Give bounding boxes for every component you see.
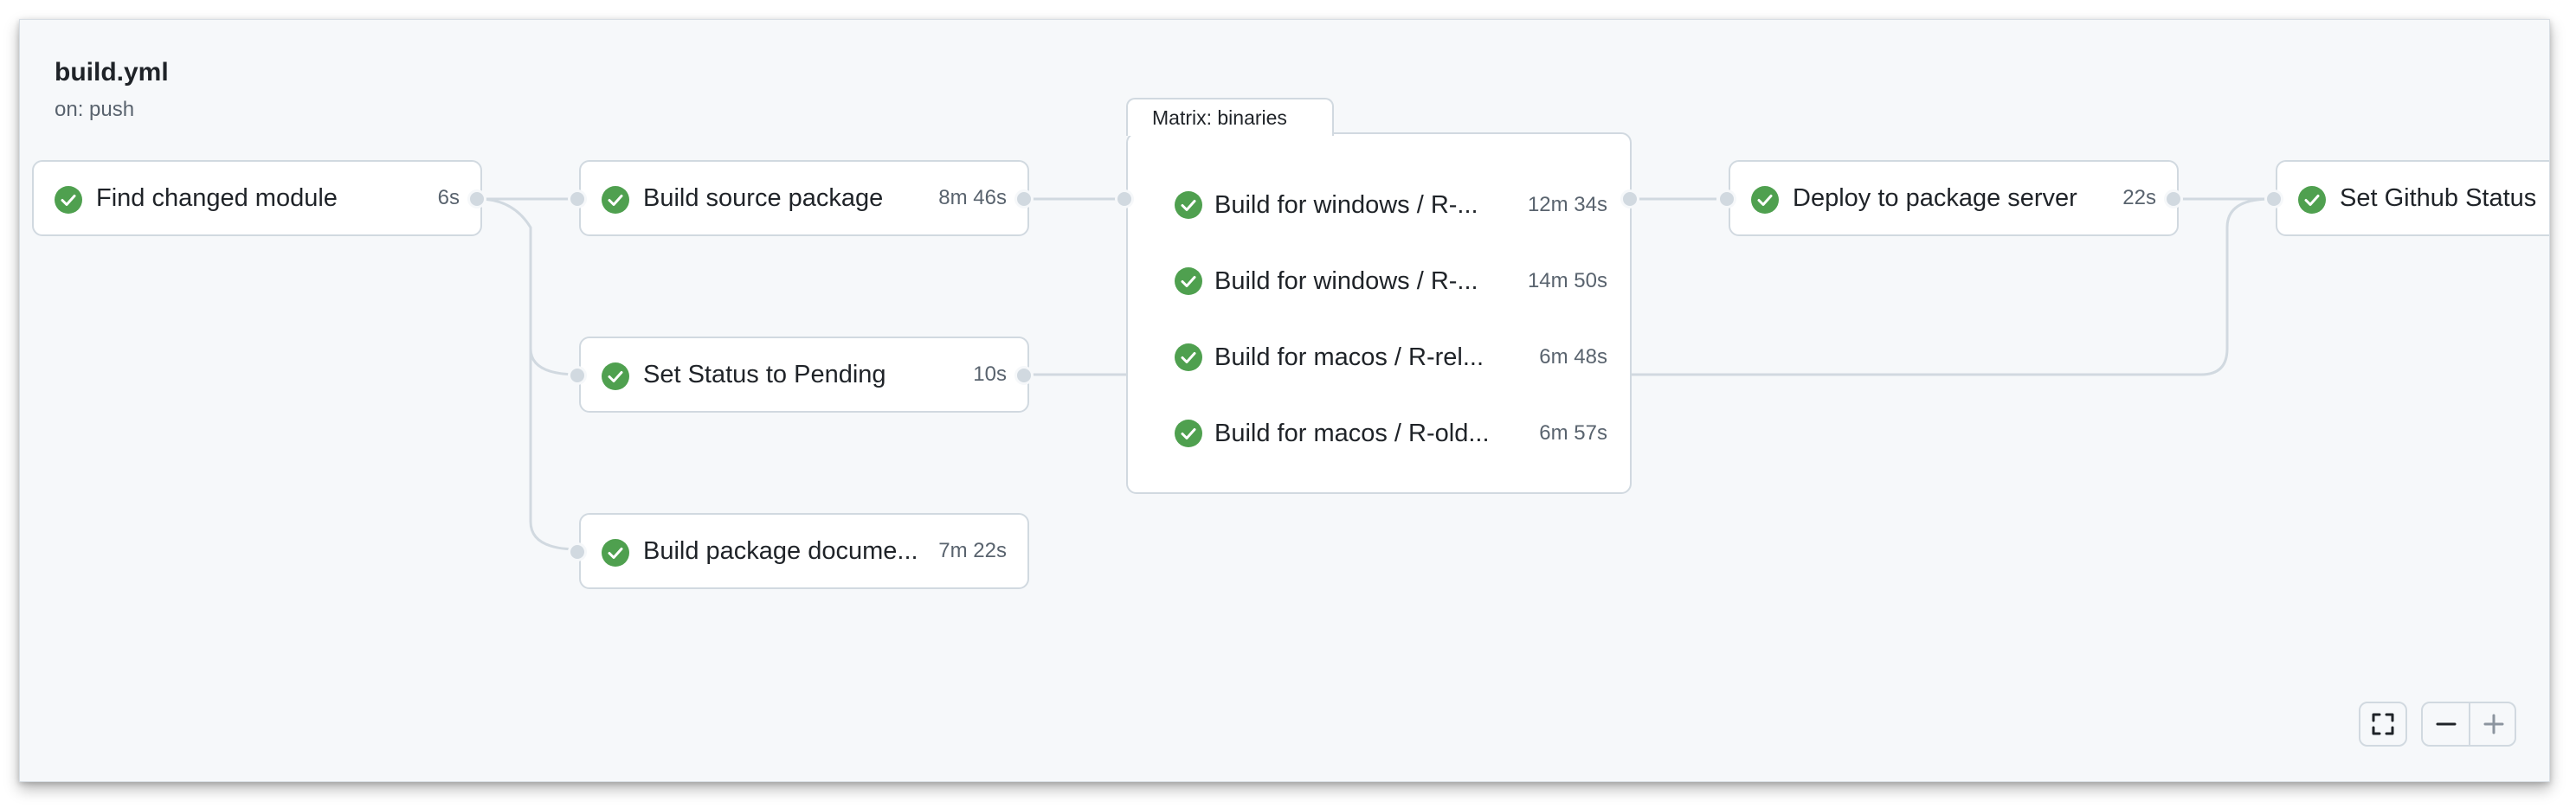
job-find-changed-module[interactable]: Find changed module 6s bbox=[32, 160, 482, 236]
matrix-group-binaries: Build for windows / R-... 12m 34s Build … bbox=[1126, 132, 1632, 494]
check-circle-icon bbox=[55, 186, 82, 214]
job-duration: 22s bbox=[2122, 186, 2156, 209]
job-set-status-pending[interactable]: Set Status to Pending 10s bbox=[579, 337, 1029, 413]
matrix-job-duration: 12m 34s bbox=[1527, 193, 1607, 216]
zoom-controls bbox=[2421, 702, 2516, 747]
output-port bbox=[1620, 189, 1639, 208]
matrix-job-item[interactable]: Build for windows / R-... 14m 50s bbox=[1175, 259, 1607, 304]
matrix-job-item[interactable]: Build for macos / R-old... 6m 57s bbox=[1175, 411, 1607, 456]
zoom-out-button[interactable] bbox=[2423, 703, 2470, 745]
matrix-job-name: Build for windows / R-... bbox=[1214, 191, 1478, 219]
input-port bbox=[2264, 189, 2283, 208]
input-port bbox=[568, 542, 587, 561]
job-name: Set Github Status bbox=[2340, 184, 2537, 212]
matrix-job-name: Build for macos / R-old... bbox=[1214, 420, 1490, 447]
job-name: Build source package bbox=[643, 184, 884, 212]
matrix-label-tab: Matrix: binaries bbox=[1126, 98, 1334, 136]
input-port bbox=[568, 366, 587, 385]
input-port bbox=[568, 189, 587, 208]
matrix-job-item[interactable]: Build for macos / R-rel... 6m 48s bbox=[1175, 335, 1607, 380]
matrix-job-item[interactable]: Build for windows / R-... 12m 34s bbox=[1175, 183, 1607, 228]
job-duration: 6s bbox=[437, 186, 460, 209]
check-circle-icon bbox=[1751, 186, 1779, 214]
zoom-divider bbox=[2469, 703, 2470, 745]
matrix-job-duration: 14m 50s bbox=[1527, 269, 1607, 292]
matrix-job-name: Build for macos / R-rel... bbox=[1214, 343, 1484, 371]
workflow-title: build.yml bbox=[55, 58, 169, 87]
job-build-source-package[interactable]: Build source package 8m 46s bbox=[579, 160, 1029, 236]
edge-find-to-pending bbox=[478, 197, 579, 376]
plus-icon bbox=[2483, 714, 2504, 734]
fullscreen-icon bbox=[2372, 713, 2394, 735]
zoom-in-button[interactable] bbox=[2470, 703, 2517, 745]
job-duration: 8m 46s bbox=[938, 186, 1007, 209]
check-circle-icon bbox=[1175, 420, 1202, 447]
workflow-graph-panel: build.yml on: push Find changed module 6… bbox=[19, 19, 2550, 782]
matrix-job-duration: 6m 48s bbox=[1539, 345, 1607, 369]
minus-icon bbox=[2436, 722, 2457, 726]
input-port bbox=[1717, 189, 1736, 208]
job-set-github-status[interactable]: Set Github Status bbox=[2276, 160, 2549, 236]
check-circle-icon bbox=[602, 362, 629, 390]
workflow-trigger: on: push bbox=[55, 98, 135, 121]
edge-matrix-to-status bbox=[1632, 197, 2271, 376]
output-port bbox=[2164, 189, 2183, 208]
output-port bbox=[1014, 189, 1034, 208]
job-name: Build package docume... bbox=[643, 537, 918, 565]
fullscreen-button[interactable] bbox=[2359, 702, 2407, 747]
job-name: Set Status to Pending bbox=[643, 361, 886, 388]
check-circle-icon bbox=[1175, 267, 1202, 295]
check-circle-icon bbox=[602, 539, 629, 567]
check-circle-icon bbox=[2298, 186, 2326, 214]
check-circle-icon bbox=[602, 186, 629, 214]
job-duration: 10s bbox=[973, 362, 1007, 386]
matrix-job-duration: 6m 57s bbox=[1539, 421, 1607, 445]
job-name: Deploy to package server bbox=[1793, 184, 2077, 212]
output-port bbox=[1014, 366, 1034, 385]
matrix-job-name: Build for windows / R-... bbox=[1214, 267, 1478, 295]
job-name: Find changed module bbox=[96, 184, 338, 212]
job-build-package-docs[interactable]: Build package docume... 7m 22s bbox=[579, 513, 1029, 589]
output-port bbox=[467, 189, 486, 208]
check-circle-icon bbox=[1175, 343, 1202, 371]
job-duration: 7m 22s bbox=[938, 539, 1007, 562]
input-port bbox=[1115, 189, 1134, 208]
job-deploy-package-server[interactable]: Deploy to package server 22s bbox=[1729, 160, 2179, 236]
check-circle-icon bbox=[1175, 191, 1202, 219]
